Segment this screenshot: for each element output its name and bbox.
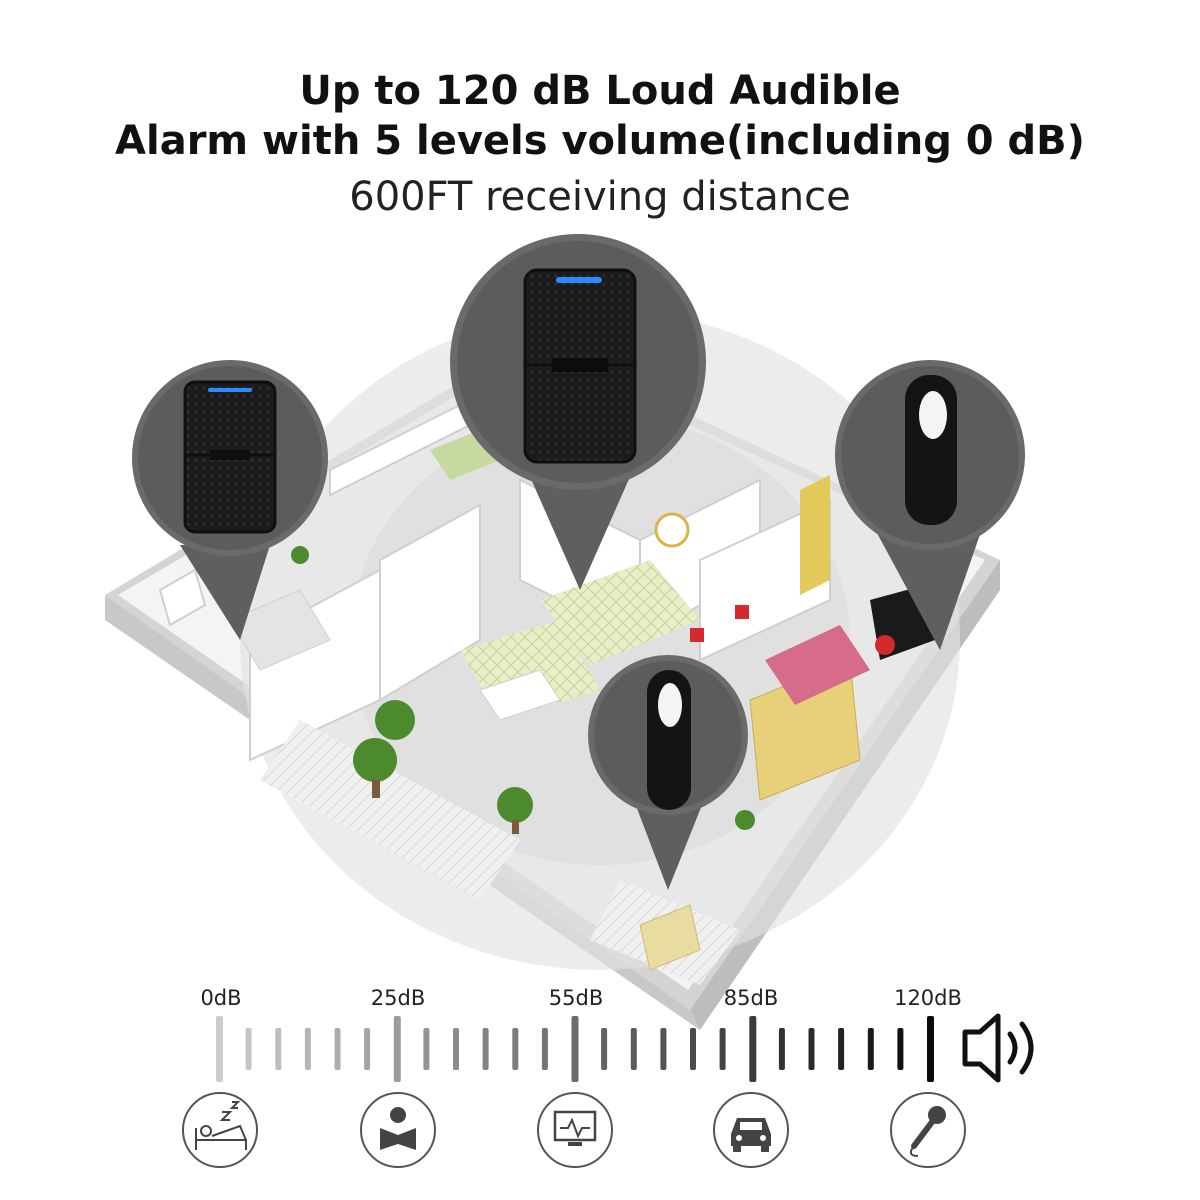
- volume-bar: [601, 1028, 608, 1070]
- monitor-icon: [537, 1092, 613, 1168]
- volume-bar: [541, 1028, 548, 1070]
- volume-bar: [334, 1028, 341, 1070]
- car-icon: [713, 1092, 789, 1168]
- headline-line-2: Alarm with 5 levels volume(including 0 d…: [115, 118, 1085, 164]
- volume-bar: [393, 1016, 401, 1082]
- volume-bar: [364, 1028, 371, 1070]
- reading-icon: [360, 1092, 436, 1168]
- volume-bar: [838, 1028, 845, 1070]
- volume-bar: [808, 1028, 815, 1070]
- volume-bar: [749, 1016, 757, 1082]
- transmitter-pin-bottom: [588, 655, 748, 890]
- db-label-0: 0dB: [200, 986, 242, 1010]
- volume-bar: [482, 1028, 489, 1070]
- headline-line-1: Up to 120 dB Loud Audible: [299, 68, 901, 114]
- volume-bar: [630, 1028, 637, 1070]
- db-label-55: 55dB: [548, 986, 604, 1010]
- volume-bar: [275, 1028, 282, 1070]
- volume-bar: [216, 1016, 223, 1082]
- db-label-25: 25dB: [370, 986, 426, 1010]
- volume-bar: [897, 1028, 904, 1070]
- volume-bar: [719, 1028, 726, 1070]
- volume-bar: [245, 1028, 252, 1070]
- volume-bar: [660, 1028, 667, 1070]
- volume-bar: [304, 1028, 311, 1070]
- volume-bar: [453, 1028, 459, 1070]
- sleep-icon: [182, 1092, 258, 1168]
- volume-bar: [778, 1028, 785, 1070]
- receiver-pin-center: [450, 234, 706, 590]
- floor-plan: [105, 310, 1000, 1030]
- db-label-85: 85dB: [723, 986, 779, 1010]
- transmitter-pin-right: [835, 360, 1025, 650]
- speaker-icon: [962, 1013, 1034, 1083]
- volume-bar: [867, 1028, 874, 1070]
- microphone-icon: [890, 1092, 966, 1168]
- volume-bar: [571, 1016, 579, 1082]
- db-label-120: 120dB: [894, 986, 962, 1010]
- volume-bars: [216, 1016, 934, 1082]
- receiver-pin-left: [132, 360, 328, 640]
- volume-bar: [423, 1028, 430, 1070]
- headline-line-3: 600FT receiving distance: [349, 174, 851, 220]
- volume-bar: [927, 1016, 934, 1082]
- volume-bar: [512, 1028, 519, 1070]
- volume-bar: [690, 1028, 696, 1070]
